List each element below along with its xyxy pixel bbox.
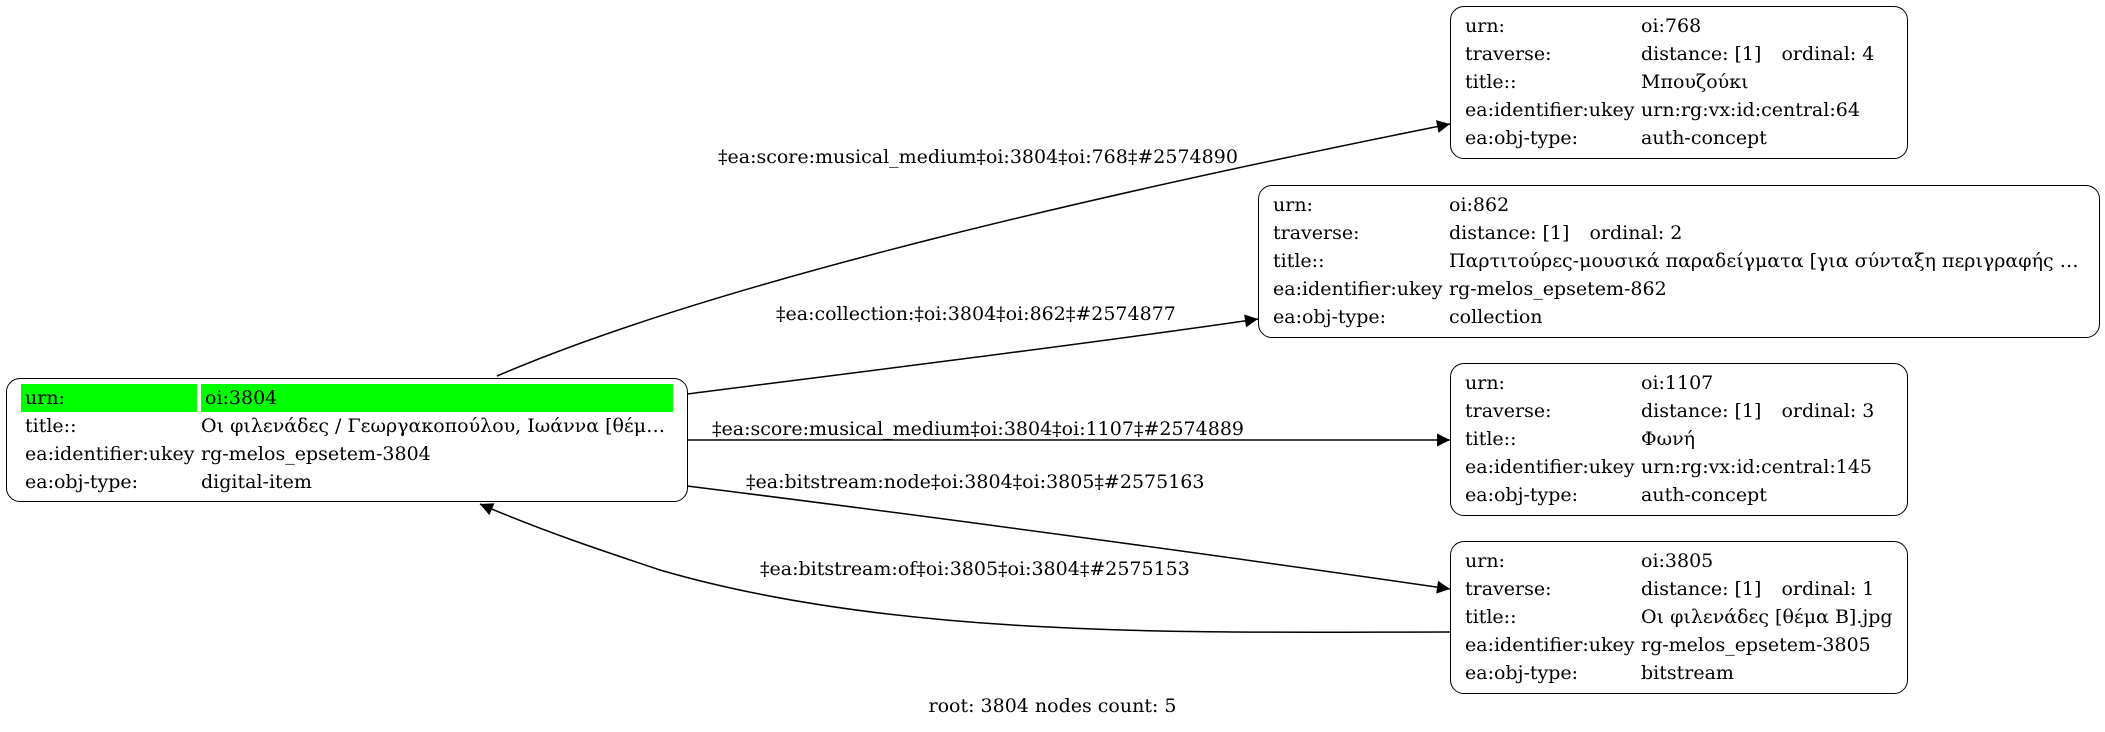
edge-label-862: ‡ea:collection:‡oi:3804‡oi:862‡#2574877 (776, 303, 1176, 325)
ordinal-value: ordinal: 3 (1781, 400, 1875, 422)
edge-line-back-3805 (479, 503, 1451, 634)
field-key: urn: (1465, 15, 1505, 37)
field-key: traverse: (1465, 578, 1552, 600)
field-value: Οι φιλενάδες / Γεωργακοπούλου, Ιωάννα [θ… (201, 415, 673, 437)
edge-line-3805 (686, 485, 1451, 594)
root-node[interactable]: urn: oi:3804 title:: Οι φιλενάδες / Γεωρ… (6, 378, 688, 502)
field-value: auth-concept (1641, 484, 1767, 506)
field-value: oi:768 (1641, 15, 1702, 37)
field-value: oi:1107 (1641, 372, 1714, 394)
ordinal-value: ordinal: 4 (1781, 43, 1875, 65)
node-urn-row: urn: oi:1107 (1465, 369, 1893, 397)
field-key: ea:identifier:ukey (1465, 634, 1635, 656)
node-ukey-row: ea:identifier:ukey urn:rg:vx:id:central:… (1465, 453, 1893, 481)
node-objtype-row: ea:obj-type: auth-concept (1465, 124, 1893, 152)
node-traverse-row: traverse: distance: [1] ordinal: 3 (1465, 397, 1893, 425)
edge-label-3805: ‡ea:bitstream:node‡oi:3804‡oi:3805‡#2575… (746, 471, 1204, 493)
node-ukey-row: ea:identifier:ukey rg-melos_epsetem-862 (1273, 275, 2085, 303)
node-urn-row: urn: oi:862 (1273, 191, 2085, 219)
field-key: traverse: (1465, 400, 1552, 422)
node-ukey-row: ea:identifier:ukey rg-melos_epsetem-3805 (1465, 631, 1893, 659)
node-urn-row: urn: oi:768 (1465, 12, 1893, 40)
node-objtype-row: ea:obj-type: bitstream (1465, 659, 1893, 687)
field-value: distance: [1] ordinal: 3 (1641, 397, 1893, 425)
node-oi-3805[interactable]: urn: oi:3805 traverse: distance: [1] ordi… (1450, 541, 1908, 694)
field-value: distance: [1] ordinal: 1 (1641, 575, 1893, 603)
node-oi-862[interactable]: urn: oi:862 traverse: distance: [1] ordin… (1258, 185, 2100, 338)
field-key: ea:obj-type: (1273, 306, 1387, 328)
field-key: ea:obj-type: (1465, 484, 1579, 506)
field-value: urn:rg:vx:id:central:64 (1641, 99, 1860, 121)
field-key: traverse: (1273, 222, 1360, 244)
node-objtype-row: ea:obj-type: auth-concept (1465, 481, 1893, 509)
root-urn-row: urn: oi:3804 (21, 384, 673, 412)
field-value: collection (1449, 306, 1543, 328)
field-value: auth-concept (1641, 127, 1767, 149)
node-traverse-row: traverse: distance: [1] ordinal: 2 (1273, 219, 2085, 247)
node-oi-768[interactable]: urn: oi:768 traverse: distance: [1] ordin… (1450, 6, 1908, 159)
field-key: ea:identifier:ukey (25, 443, 195, 465)
node-oi-1107[interactable]: urn: oi:1107 traverse: distance: [1] ordi… (1450, 363, 1908, 516)
field-key: ea:identifier:ukey (1465, 99, 1635, 121)
field-value: distance: [1] ordinal: 2 (1449, 219, 2085, 247)
ordinal-value: ordinal: 1 (1781, 578, 1875, 600)
field-key: urn: (1465, 550, 1505, 572)
field-value: rg-melos_epsetem-862 (1449, 278, 1667, 300)
field-key: title:: (1465, 428, 1517, 450)
field-key: title:: (25, 415, 77, 437)
edge-line-862 (686, 314, 1259, 395)
node-urn-row: urn: oi:3805 (1465, 547, 1893, 575)
field-value: Μπουζούκι (1641, 71, 1749, 93)
field-key: traverse: (1465, 43, 1552, 65)
field-value: Φωνή (1641, 428, 1696, 450)
edge-line-768 (496, 120, 1451, 377)
edge-label-1107: ‡ea:score:musical_medium‡oi:3804‡oi:1107… (712, 418, 1244, 440)
field-key: ea:identifier:ukey (1273, 278, 1443, 300)
node-objtype-row: ea:obj-type: collection (1273, 303, 2085, 331)
node-title-row: title:: Οι φιλενάδες [θέμα Β].jpg (1465, 603, 1893, 631)
field-key: title:: (1465, 71, 1517, 93)
field-key: urn: (1273, 194, 1313, 216)
node-ukey-row: ea:identifier:ukey urn:rg:vx:id:central:… (1465, 96, 1893, 124)
edge-label-768: ‡ea:score:musical_medium‡oi:3804‡oi:768‡… (718, 146, 1238, 168)
field-key: ea:obj-type: (1465, 662, 1579, 684)
root-ukey-row: ea:identifier:ukey rg-melos_epsetem-3804 (21, 440, 673, 468)
root-objtype-row: ea:obj-type: digital-item (21, 468, 673, 496)
node-traverse-row: traverse: distance: [1] ordinal: 4 (1465, 40, 1893, 68)
root-title-row: title:: Οι φιλενάδες / Γεωργακοπούλου, Ι… (21, 412, 673, 440)
field-value: urn:rg:vx:id:central:145 (1641, 456, 1873, 478)
distance-value: distance: [1] (1449, 222, 1570, 244)
node-title-row: title:: Παρτιτούρες-μουσικά παραδείγματα… (1273, 247, 2085, 275)
field-value: digital-item (201, 471, 312, 493)
field-value: oi:3805 (1641, 550, 1714, 572)
field-value: rg-melos_epsetem-3804 (201, 443, 431, 465)
field-key: title:: (1465, 606, 1517, 628)
field-value: oi:862 (1449, 194, 1510, 216)
field-key: ea:obj-type: (1465, 127, 1579, 149)
field-key: urn: (1465, 372, 1505, 394)
field-value: Παρτιτούρες-μουσικά παραδείγματα [για σύ… (1449, 250, 2085, 272)
distance-value: distance: [1] (1641, 400, 1762, 422)
node-title-row: title:: Φωνή (1465, 425, 1893, 453)
node-traverse-row: traverse: distance: [1] ordinal: 1 (1465, 575, 1893, 603)
distance-value: distance: [1] (1641, 578, 1762, 600)
distance-value: distance: [1] (1641, 43, 1762, 65)
field-value: distance: [1] ordinal: 4 (1641, 40, 1893, 68)
field-key: title:: (1273, 250, 1325, 272)
edge-label-back-3805: ‡ea:bitstream:of‡oi:3805‡oi:3804‡#257515… (760, 558, 1190, 580)
field-value: oi:3804 (201, 384, 673, 412)
node-title-row: title:: Μπουζούκι (1465, 68, 1893, 96)
graph-footer: root: 3804 nodes count: 5 (928, 695, 1177, 717)
ordinal-value: ordinal: 2 (1589, 222, 1683, 244)
field-value: bitstream (1641, 662, 1734, 684)
field-value: Οι φιλενάδες [θέμα Β].jpg (1641, 606, 1893, 628)
field-key: ea:identifier:ukey (1465, 456, 1635, 478)
field-value: rg-melos_epsetem-3805 (1641, 634, 1871, 656)
field-key: ea:obj-type: (25, 471, 139, 493)
field-key: urn: (21, 384, 197, 412)
